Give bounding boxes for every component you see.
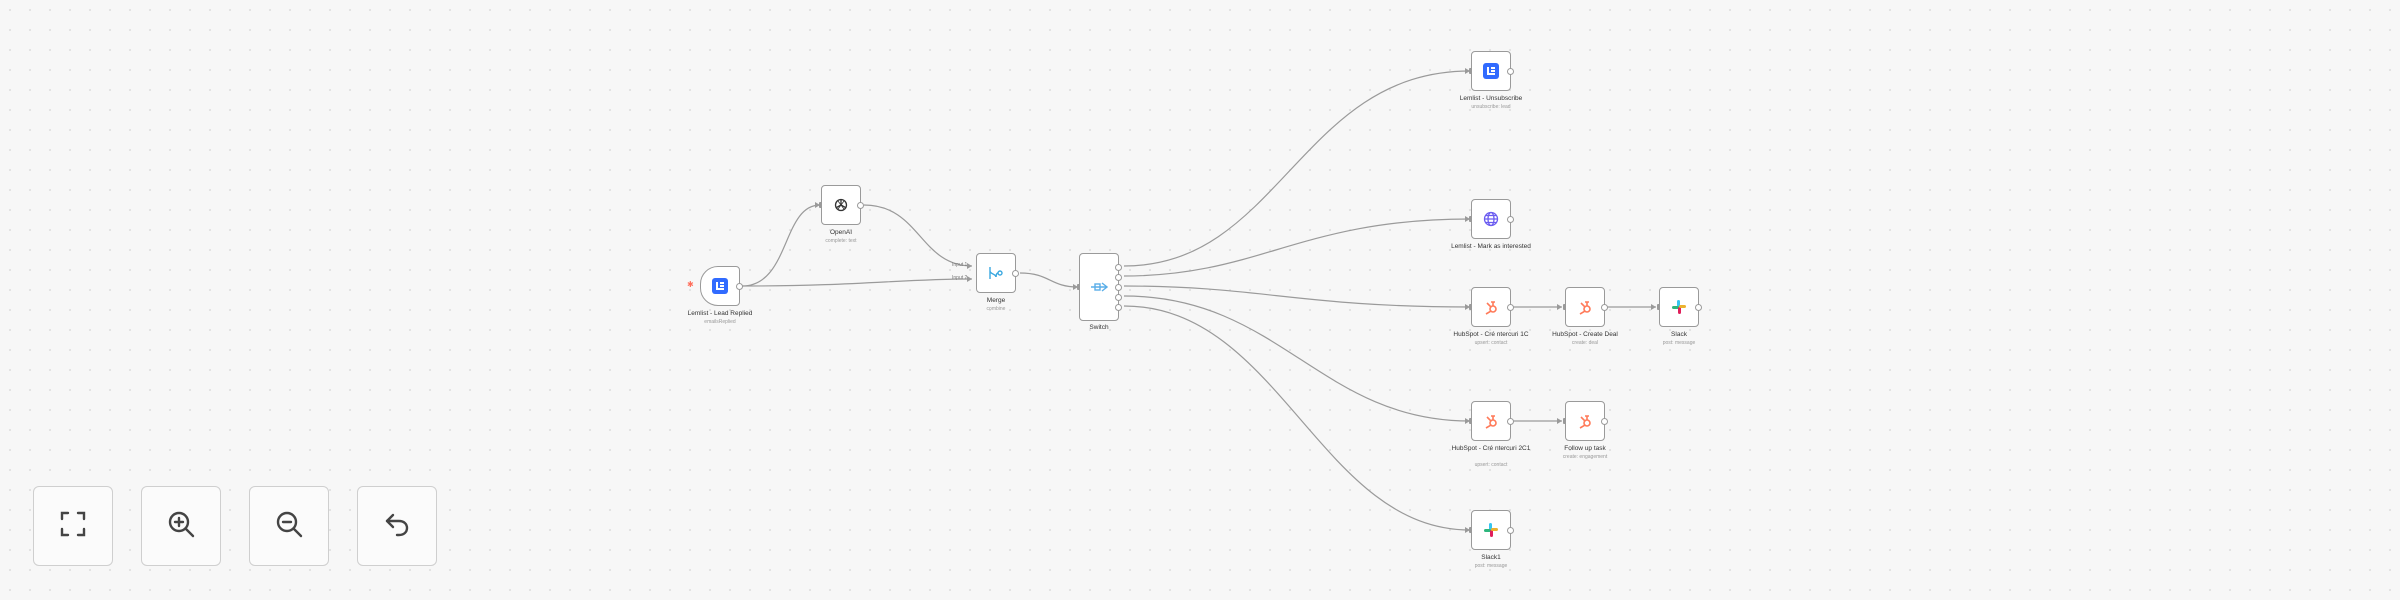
slack-icon bbox=[1670, 298, 1688, 316]
output-handle-4[interactable] bbox=[1115, 304, 1122, 311]
node-subtitle: upsert: contact bbox=[1474, 462, 1508, 468]
node-subtitle: create: deal bbox=[1571, 340, 1599, 346]
zoom-in-icon bbox=[166, 509, 196, 544]
node-label: Merge bbox=[986, 297, 1006, 304]
output-handle[interactable] bbox=[1507, 215, 1514, 223]
node-label: HubSpot - Cré ntercuri 1C bbox=[1453, 331, 1529, 338]
node-label: HubSpot - Cré ntercuri 2C1 bbox=[1451, 445, 1531, 452]
switch-icon bbox=[1090, 278, 1108, 296]
node-label: Lemlist - Lead Replied bbox=[687, 310, 753, 317]
node-slack1[interactable] bbox=[1469, 510, 1514, 550]
output-handle[interactable] bbox=[1507, 303, 1514, 311]
node-label: OpenAI bbox=[829, 229, 853, 236]
output-handle[interactable] bbox=[1507, 67, 1514, 75]
input-handle[interactable] bbox=[1657, 304, 1660, 310]
port-label-input-1: Input 1 bbox=[952, 262, 968, 268]
node-label: Slack1 bbox=[1481, 554, 1501, 561]
node-merge[interactable] bbox=[976, 253, 1019, 293]
node-lemlist-lead-replied[interactable] bbox=[700, 266, 743, 306]
edge-lemlist-merge-2 bbox=[741, 278, 973, 287]
edge-switch-hubspot2 bbox=[1123, 295, 1471, 422]
output-handle[interactable] bbox=[1507, 526, 1514, 534]
edge-switch-interested bbox=[1123, 218, 1471, 277]
node-hubspot-create-deal[interactable] bbox=[1563, 287, 1608, 327]
output-handle[interactable] bbox=[1695, 303, 1702, 311]
output-handle[interactable] bbox=[857, 201, 864, 209]
node-label: HubSpot - Create Deal bbox=[1552, 331, 1618, 338]
edge-merge-switch bbox=[1019, 272, 1079, 288]
output-handle[interactable] bbox=[736, 282, 743, 290]
edge-lemlist-openai bbox=[741, 204, 821, 287]
node-subtitle: post: message bbox=[1474, 563, 1508, 569]
node-lemlist-unsubscribe[interactable] bbox=[1469, 51, 1514, 91]
node-subtitle: emailsReplied bbox=[704, 319, 736, 325]
reset-zoom-button[interactable] bbox=[357, 486, 437, 566]
zoom-out-icon bbox=[274, 509, 304, 544]
output-handle[interactable] bbox=[1601, 303, 1608, 311]
zoom-in-button[interactable] bbox=[141, 486, 221, 566]
port-label-input-2: Input 2 bbox=[952, 275, 968, 281]
node-switch[interactable] bbox=[1077, 253, 1122, 321]
output-handle-0[interactable] bbox=[1115, 264, 1122, 271]
openai-icon bbox=[832, 196, 850, 214]
hubspot-icon bbox=[1482, 298, 1500, 316]
output-handle[interactable] bbox=[1507, 417, 1514, 425]
node-subtitle: combine bbox=[986, 306, 1006, 312]
fit-view-icon bbox=[58, 509, 88, 544]
output-handle-2[interactable] bbox=[1115, 284, 1122, 291]
node-label: Switch bbox=[1089, 324, 1109, 331]
slack-icon bbox=[1482, 521, 1500, 539]
node-openai[interactable] bbox=[819, 185, 864, 225]
input-handle[interactable] bbox=[1469, 216, 1472, 222]
node-label: Lemlist - Unsubscribe bbox=[1459, 95, 1523, 102]
node-subtitle: post: message bbox=[1662, 340, 1696, 346]
edge-switch-slack2 bbox=[1123, 305, 1471, 531]
node-hubspot-contact-1[interactable] bbox=[1469, 287, 1514, 327]
input-handle[interactable] bbox=[1077, 284, 1080, 290]
node-label: Lemlist - Mark as interested bbox=[1451, 243, 1531, 250]
input-handle[interactable] bbox=[819, 202, 822, 208]
input-handle[interactable] bbox=[1469, 304, 1472, 310]
node-slack[interactable] bbox=[1657, 287, 1702, 327]
input-handle[interactable] bbox=[1469, 418, 1472, 424]
hubspot-icon bbox=[1576, 412, 1594, 430]
hubspot-icon bbox=[1482, 412, 1500, 430]
undo-icon bbox=[382, 509, 412, 544]
hubspot-icon bbox=[1576, 298, 1594, 316]
node-label: Slack bbox=[1671, 331, 1687, 338]
edge-switch-unsubscribe bbox=[1123, 70, 1471, 267]
zoom-out-button[interactable] bbox=[249, 486, 329, 566]
fit-view-button[interactable] bbox=[33, 486, 113, 566]
node-mark-as-interested[interactable] bbox=[1469, 199, 1514, 239]
trigger-bolt-icon: ✱ bbox=[687, 280, 694, 289]
lemlist-icon bbox=[711, 277, 729, 295]
output-handle[interactable] bbox=[1012, 269, 1019, 277]
output-handle-1[interactable] bbox=[1115, 274, 1122, 281]
lemlist-icon bbox=[1482, 62, 1500, 80]
input-handle[interactable] bbox=[1469, 68, 1472, 74]
node-hubspot-contact-2[interactable] bbox=[1469, 401, 1514, 441]
input-handle[interactable] bbox=[1563, 418, 1566, 424]
node-subtitle: complete: text bbox=[825, 238, 857, 244]
node-label: Follow up task bbox=[1564, 445, 1606, 452]
input-handle[interactable] bbox=[1469, 527, 1472, 533]
node-subtitle: create: engagement bbox=[1562, 454, 1608, 460]
node-follow-up-task[interactable] bbox=[1563, 401, 1608, 441]
globe-icon bbox=[1482, 210, 1500, 228]
output-handle[interactable] bbox=[1601, 417, 1608, 425]
output-handle-3[interactable] bbox=[1115, 294, 1122, 301]
node-subtitle: unsubscribe: lead bbox=[1471, 104, 1511, 110]
edge-switch-hubspot1 bbox=[1123, 285, 1471, 308]
input-handle[interactable] bbox=[1563, 304, 1566, 310]
merge-icon bbox=[987, 264, 1005, 282]
node-subtitle: upsert: contact bbox=[1474, 340, 1508, 346]
